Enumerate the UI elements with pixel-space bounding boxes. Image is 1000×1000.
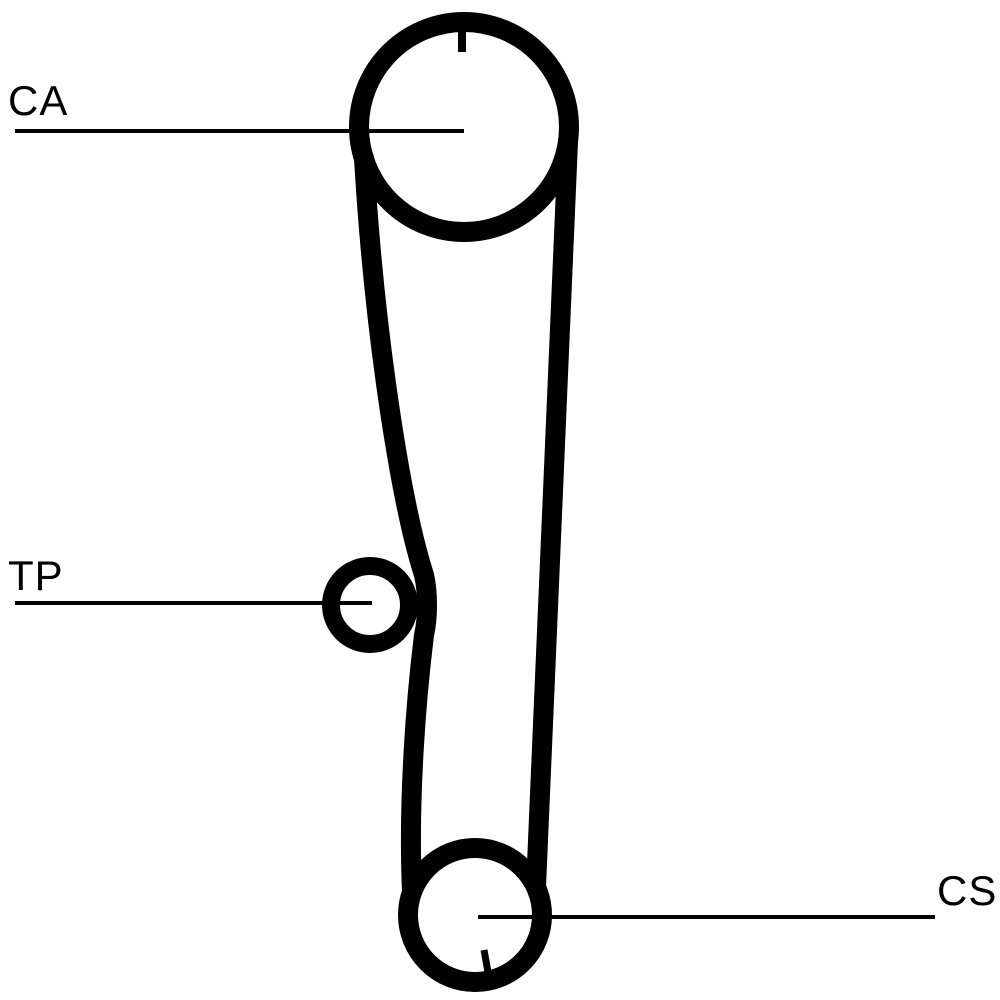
crankshaft-label: CS <box>937 867 997 914</box>
belt-left-run <box>354 148 437 902</box>
camshaft-pulley <box>349 12 579 242</box>
camshaft-label: CA <box>8 77 68 124</box>
crankshaft-timing-mark <box>480 949 492 973</box>
tensioner-label: TP <box>8 552 64 599</box>
belt-right-run <box>526 132 578 897</box>
